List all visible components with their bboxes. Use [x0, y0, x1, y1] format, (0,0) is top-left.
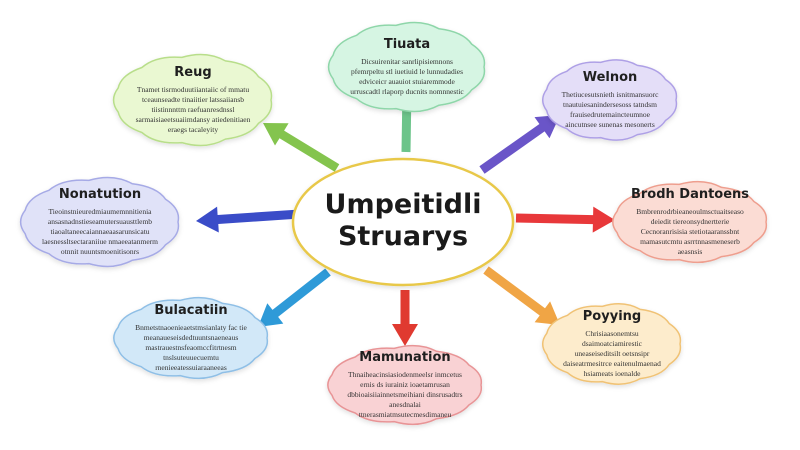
- bubble-text: Thnaiheacinsiasiodenmeelsr inmcetus erni…: [347, 370, 463, 419]
- bubble-text: Thetiucesutsnieth isnitmansuorc tnautuie…: [561, 90, 659, 129]
- center-title-line-2: Struarys: [338, 221, 468, 252]
- bubble-shape-bottom-right: [541, 303, 682, 385]
- bubble-shape-bottom: [327, 344, 483, 426]
- bubble-shape-left: [19, 176, 180, 268]
- bubble-shape-bottom-left: [113, 296, 269, 380]
- bubble-title: Nonatution: [58, 187, 142, 202]
- bubble-text: Dicsuirenitar sanrlipisiemnons pfemrpelt…: [350, 57, 464, 96]
- arrow-to-right: [515, 206, 615, 233]
- bubble-text: Tnamet tisrmoduutiiantaiic of mmatu tcea…: [135, 85, 251, 134]
- bubble-text: Bmbrenrodrbieaneoulmsctuaitseaso deiedit…: [636, 207, 744, 256]
- bubble-title: Reug: [174, 65, 212, 80]
- bubble-title: Poyying: [582, 309, 642, 324]
- arrow-to-bottom-left: [258, 268, 331, 327]
- arrow-to-top-left: [263, 123, 340, 172]
- bubble-text: Tieoinstnieuredmiaumemnnitienia ansasnad…: [42, 207, 158, 256]
- bubble-title: Tiuata: [383, 37, 431, 52]
- arrow-to-bottom: [392, 290, 418, 346]
- bubble-shape-top-left: [112, 53, 273, 147]
- bubble-shape-top: [327, 21, 486, 113]
- bubble-title: Bulacatiin: [154, 303, 228, 318]
- arrow-layer: [196, 85, 615, 346]
- bubble-title: Brodh Dantoens: [630, 187, 750, 202]
- bubble-text: Chrisiaasonemtsu dsaimoatciamirestic une…: [563, 329, 661, 378]
- bubble-layer: [19, 21, 768, 426]
- bubble-shape-right: [612, 180, 768, 264]
- arrow-to-left: [196, 206, 301, 233]
- arrow-to-top-right: [479, 115, 560, 174]
- arrow-to-bottom-right: [483, 266, 560, 325]
- bubble-title: Mamunation: [359, 350, 451, 365]
- center-title-line-1: Umpeitidli: [325, 189, 482, 220]
- bubble-shape-top-right: [541, 59, 678, 141]
- center-ellipse: [291, 157, 515, 287]
- bubble-text: Bnmetstnaoenieaetstmsianlaty fac tie mea…: [135, 323, 247, 372]
- bubble-title: Welnon: [582, 70, 638, 85]
